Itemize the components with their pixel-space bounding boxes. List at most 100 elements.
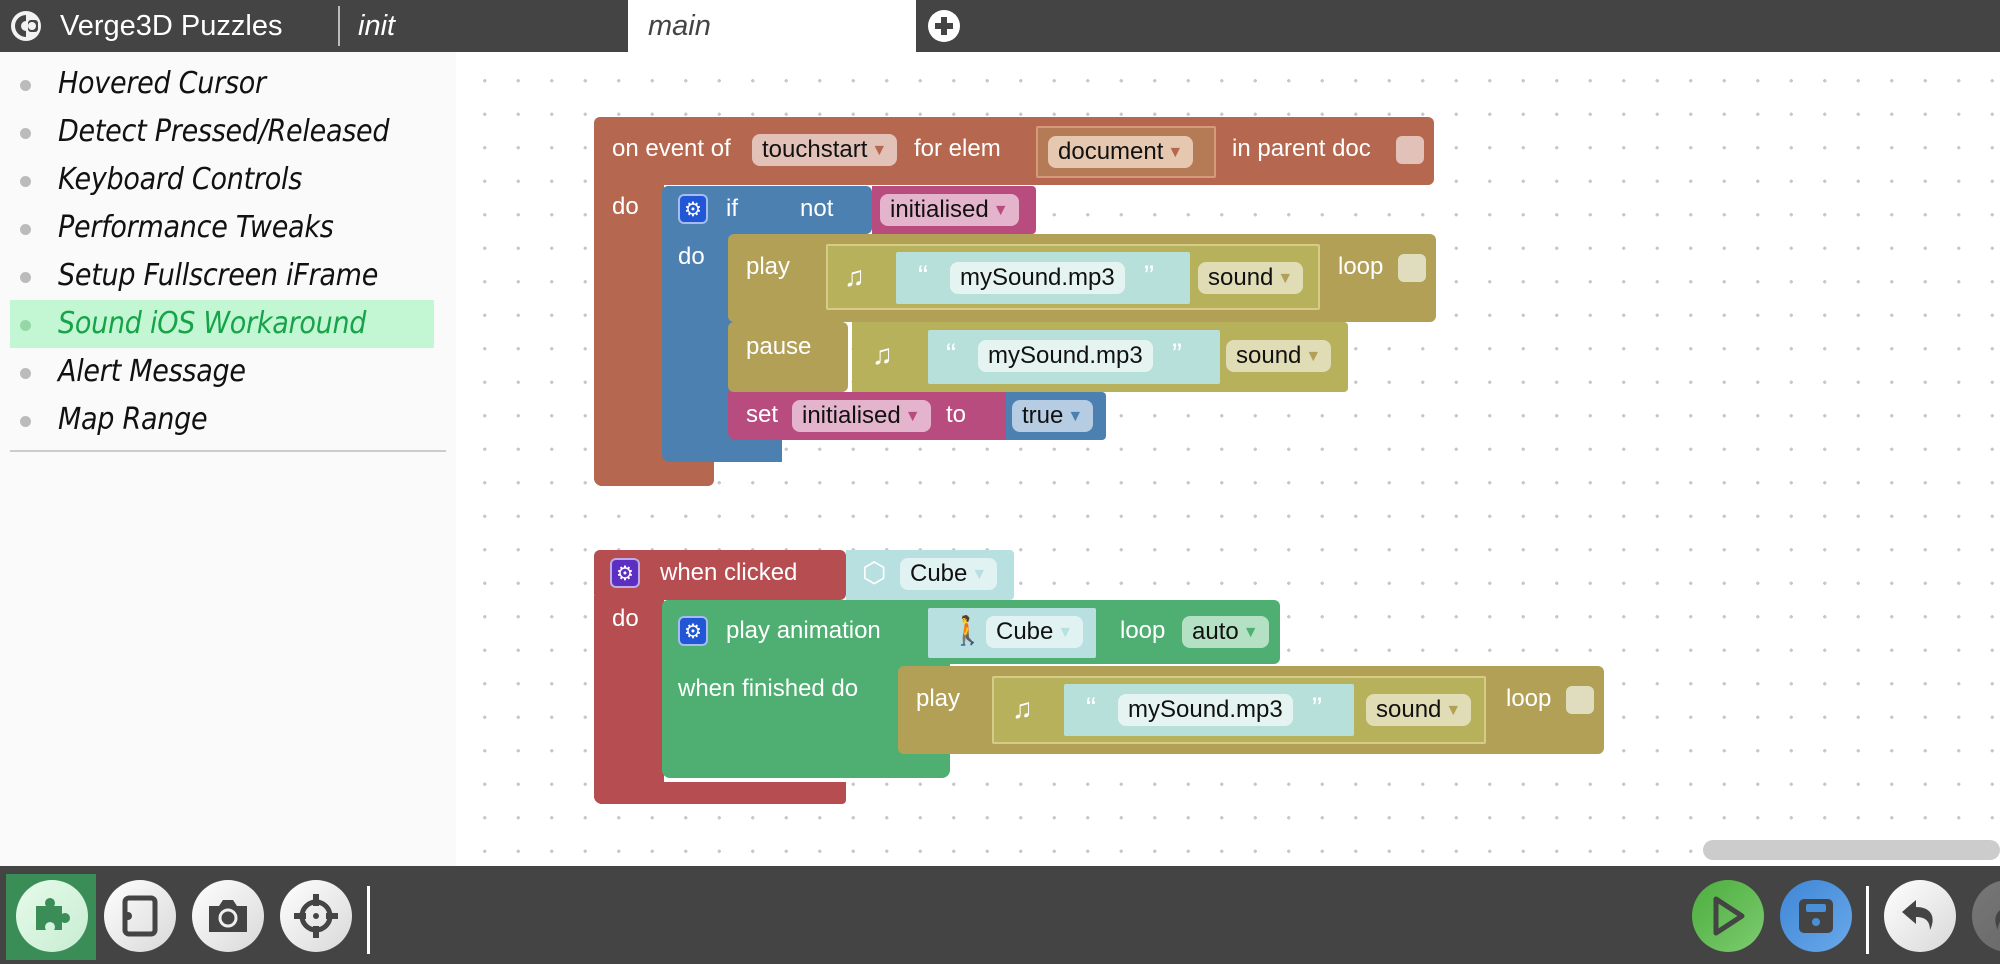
snippet-sidebar: Hovered Cursor Detect Pressed/Released K… <box>0 52 456 866</box>
animation-object-value: Cube <box>996 618 1054 645</box>
animation-object-dropdown[interactable]: Cube▼ <box>986 616 1084 648</box>
do-label: do <box>612 605 639 632</box>
loop-label: loop <box>1506 685 1552 712</box>
run-button[interactable] <box>1692 880 1764 952</box>
bullet-icon <box>20 272 31 283</box>
sidebar-item-label: Map Range <box>58 402 208 437</box>
object-dropdown[interactable]: Cube▼ <box>900 558 998 590</box>
quote-close-icon: ” <box>1144 260 1154 293</box>
chevron-down-icon: ▼ <box>1067 408 1084 425</box>
sidebar-item-performance-tweaks[interactable]: Performance Tweaks <box>10 204 434 252</box>
music-note-icon: ♫ <box>844 261 865 292</box>
when-finished-do-label: when finished do <box>678 675 859 702</box>
loop-label: loop <box>1338 253 1384 280</box>
walking-person-icon: 🚶 <box>950 615 985 646</box>
pause-sound-block[interactable] <box>728 322 848 392</box>
sidebar-item-setup-fullscreen-iframe[interactable]: Setup Fullscreen iFrame <box>10 252 434 300</box>
sound-type-value: sound <box>1236 342 1302 369</box>
chevron-down-icon: ▼ <box>1305 348 1322 365</box>
save-button[interactable] <box>1780 880 1852 952</box>
quote-open-icon: “ <box>1086 692 1096 725</box>
sidebar-item-map-range[interactable]: Map Range <box>10 396 434 444</box>
gear-icon[interactable]: ⚙ <box>610 558 640 588</box>
chevron-down-icon: ▼ <box>971 566 988 583</box>
play-icon <box>1713 896 1745 936</box>
sidebar-item-label: Alert Message <box>58 354 246 389</box>
loop-mode-dropdown[interactable]: auto▼ <box>1182 616 1269 648</box>
bottom-toolbar <box>0 866 2000 964</box>
gear-icon[interactable]: ⚙ <box>678 194 708 224</box>
play-label: play <box>746 253 791 280</box>
variable-value: initialised <box>890 196 989 223</box>
object-value: Cube <box>910 560 968 587</box>
if-label: if <box>726 195 738 222</box>
filename-field[interactable]: mySound.mp3 <box>1118 694 1293 726</box>
on-event-header[interactable] <box>594 117 1434 185</box>
filename-value: mySound.mp3 <box>988 342 1143 369</box>
redo-arrow-icon <box>1995 910 2000 930</box>
in-parent-doc-label: in parent doc <box>1232 135 1371 162</box>
bullet-icon <box>20 176 31 187</box>
title-divider <box>338 6 340 46</box>
toolbar-divider <box>367 886 370 954</box>
floppy-disk-icon <box>1799 899 1833 933</box>
sound-type-value: sound <box>1208 264 1274 291</box>
variable-value: initialised <box>802 402 901 429</box>
bullet-icon <box>20 320 31 331</box>
sidebar-item-detect-pressed-released[interactable]: Detect Pressed/Released <box>10 108 434 156</box>
top-bar: Verge3D Puzzles init main <box>0 0 2000 52</box>
element-value: document <box>1058 138 1164 165</box>
sidebar-item-keyboard-controls[interactable]: Keyboard Controls <box>10 156 434 204</box>
loop-label: loop <box>1120 617 1166 644</box>
camera-icon <box>209 900 247 932</box>
redo-button[interactable] <box>1972 880 2000 952</box>
play-animation-label: play animation <box>726 617 881 644</box>
chevron-down-icon: ▼ <box>1167 144 1184 161</box>
undo-button[interactable] <box>1884 880 1956 952</box>
undo-arrow-icon <box>1902 900 1933 930</box>
boolean-value: true <box>1022 402 1064 429</box>
puzzles-button[interactable] <box>16 880 88 952</box>
sound-type-dropdown[interactable]: sound▼ <box>1226 340 1332 372</box>
quote-close-icon: ” <box>1172 338 1182 371</box>
screenshot-button[interactable] <box>192 880 264 952</box>
chevron-down-icon: ▼ <box>871 142 888 159</box>
puzzle-piece-icon <box>36 898 70 930</box>
event-dropdown[interactable]: touchstart▼ <box>752 134 898 166</box>
filename-field[interactable]: mySound.mp3 <box>950 262 1125 294</box>
filename-value: mySound.mp3 <box>1128 696 1283 723</box>
in-parent-doc-checkbox[interactable] <box>1396 136 1424 164</box>
boolean-dropdown[interactable]: true▼ <box>1012 400 1094 432</box>
sidebar-item-alert-message[interactable]: Alert Message <box>10 348 434 396</box>
tab-init[interactable]: init <box>358 10 396 42</box>
sidebar-item-hovered-cursor[interactable]: Hovered Cursor <box>10 60 434 108</box>
gear-icon[interactable]: ⚙ <box>678 616 708 646</box>
library-button[interactable] <box>104 880 176 952</box>
music-note-icon: ♫ <box>1012 693 1033 724</box>
sound-type-dropdown[interactable]: sound▼ <box>1366 694 1472 726</box>
chevron-down-icon: ▼ <box>1445 702 1462 719</box>
target-button[interactable] <box>280 880 352 952</box>
loop-checkbox[interactable] <box>1566 686 1594 714</box>
horizontal-scrollbar[interactable] <box>1703 840 2000 860</box>
verge3d-logo-icon <box>11 11 41 41</box>
variable-dropdown[interactable]: initialised▼ <box>792 400 931 432</box>
sidebar-item-sound-ios-workaround[interactable]: Sound iOS Workaround <box>10 300 434 348</box>
chevron-down-icon: ▼ <box>992 202 1009 219</box>
sidebar-item-label: Hovered Cursor <box>58 66 266 101</box>
variable-dropdown[interactable]: initialised▼ <box>880 194 1019 226</box>
tab-main[interactable]: main <box>628 0 916 52</box>
sidebar-item-label: Sound iOS Workaround <box>58 306 367 341</box>
loop-checkbox[interactable] <box>1398 254 1426 282</box>
bullet-icon <box>20 416 31 427</box>
filename-field[interactable]: mySound.mp3 <box>978 340 1153 372</box>
chevron-down-icon: ▼ <box>1242 624 1259 641</box>
sound-type-dropdown[interactable]: sound▼ <box>1198 262 1304 294</box>
sound-type-value: sound <box>1376 696 1442 723</box>
bullet-icon <box>20 128 31 139</box>
add-tab-button[interactable] <box>928 10 960 42</box>
app-title: Verge3D Puzzles <box>60 10 283 42</box>
element-dropdown[interactable]: document▼ <box>1048 136 1194 168</box>
bullet-icon <box>20 368 31 379</box>
